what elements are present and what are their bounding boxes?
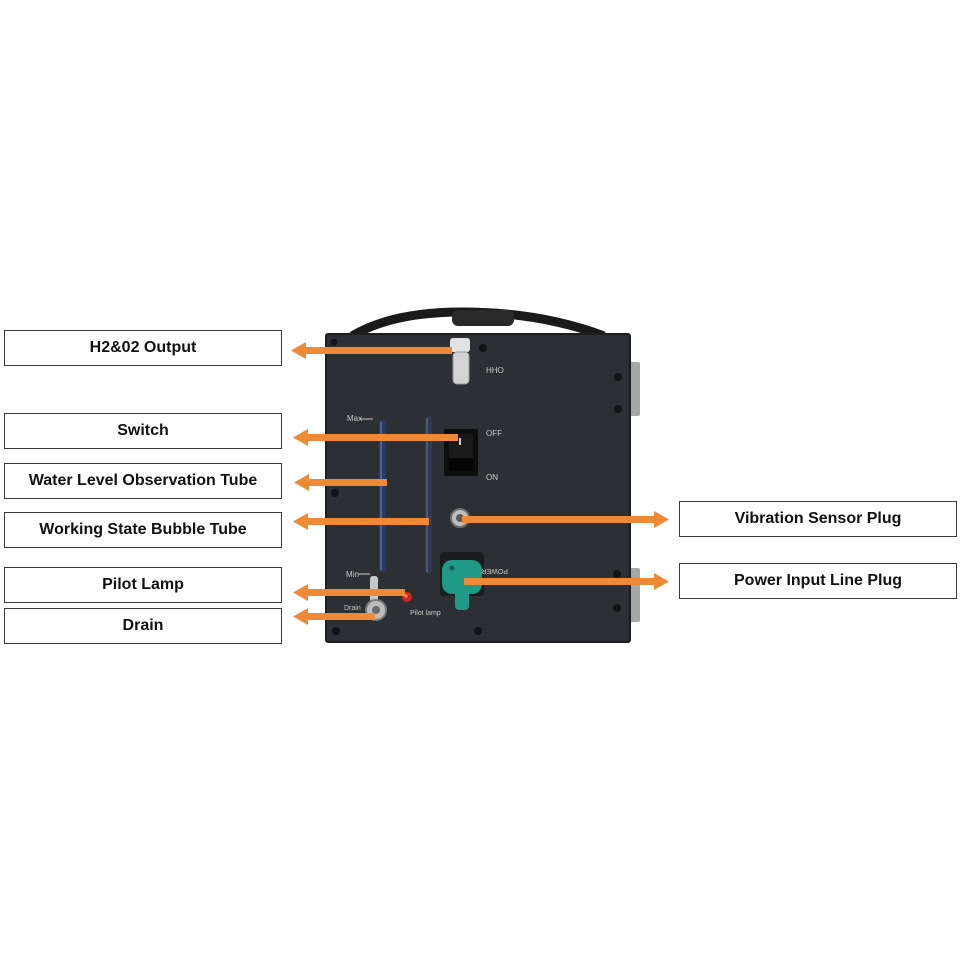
arrow-h2-o2-output-head <box>291 342 306 359</box>
arrow-bubble-tube-head <box>293 513 308 530</box>
arrow-water-level-tube-head <box>294 474 309 491</box>
arrow-power-input-plug <box>464 578 657 585</box>
tube-highlight <box>426 418 428 572</box>
arrow-drain <box>305 613 375 620</box>
marking-off: OFF <box>486 429 502 438</box>
arrow-vibration-sensor-plug-head <box>654 511 669 528</box>
arrow-pilot-lamp <box>305 589 405 596</box>
arrow-h2-o2-output <box>303 347 452 354</box>
label-switch: Switch <box>4 413 282 449</box>
marking-hho: HHO <box>486 366 504 375</box>
arrow-bubble-tube <box>305 518 429 525</box>
marking-max: Max <box>347 414 362 423</box>
arrow-pilot-lamp-head <box>293 584 308 601</box>
label-h2-o2-output: H2&02 Output <box>4 330 282 366</box>
marking-on: ON <box>486 473 498 482</box>
screw-icon <box>474 627 482 635</box>
label-vibration-sensor-plug: Vibration Sensor Plug <box>679 501 957 537</box>
screw-icon <box>479 344 487 352</box>
screw-icon <box>614 405 622 413</box>
arrow-vibration-sensor-plug <box>462 516 657 523</box>
arrow-switch <box>305 434 458 441</box>
tube-highlight <box>380 422 382 570</box>
arrow-drain-head <box>293 608 308 625</box>
arrow-switch-head <box>293 429 308 446</box>
switch-mark <box>459 438 461 445</box>
label-drain: Drain <box>4 608 282 644</box>
screw-icon <box>613 570 621 578</box>
marking-drain: Drain <box>344 605 361 612</box>
label-pilot-lamp: Pilot Lamp <box>4 567 282 603</box>
label-water-level-tube: Water Level Observation Tube <box>4 463 282 499</box>
arrow-power-input-plug-head <box>654 573 669 590</box>
arrow-water-level-tube <box>306 479 387 486</box>
rocker-switch-bottom <box>449 458 473 471</box>
screw-icon <box>330 338 338 346</box>
callout-arrows <box>291 342 669 625</box>
hho-fitting-cap <box>450 338 470 352</box>
marking-power: POWER <box>482 567 508 574</box>
marking-min: Min <box>346 570 359 579</box>
screw-icon <box>331 489 339 497</box>
connector-screw-icon <box>449 565 455 571</box>
screw-icon <box>332 627 340 635</box>
panel-edge <box>325 333 631 643</box>
handle-grip <box>452 310 514 326</box>
marking-pilot-lamp: Pilot lamp <box>410 610 441 617</box>
label-bubble-tube: Working State Bubble Tube <box>4 512 282 548</box>
screw-icon <box>614 373 622 381</box>
screw-icon <box>613 604 621 612</box>
lamp-glint <box>404 594 408 598</box>
drain-valve-center <box>372 606 380 614</box>
label-power-input-plug: Power Input Line Plug <box>679 563 957 599</box>
device-front-panel <box>326 334 630 642</box>
power-connector-tail <box>455 588 469 610</box>
hho-output-fitting <box>452 351 470 385</box>
